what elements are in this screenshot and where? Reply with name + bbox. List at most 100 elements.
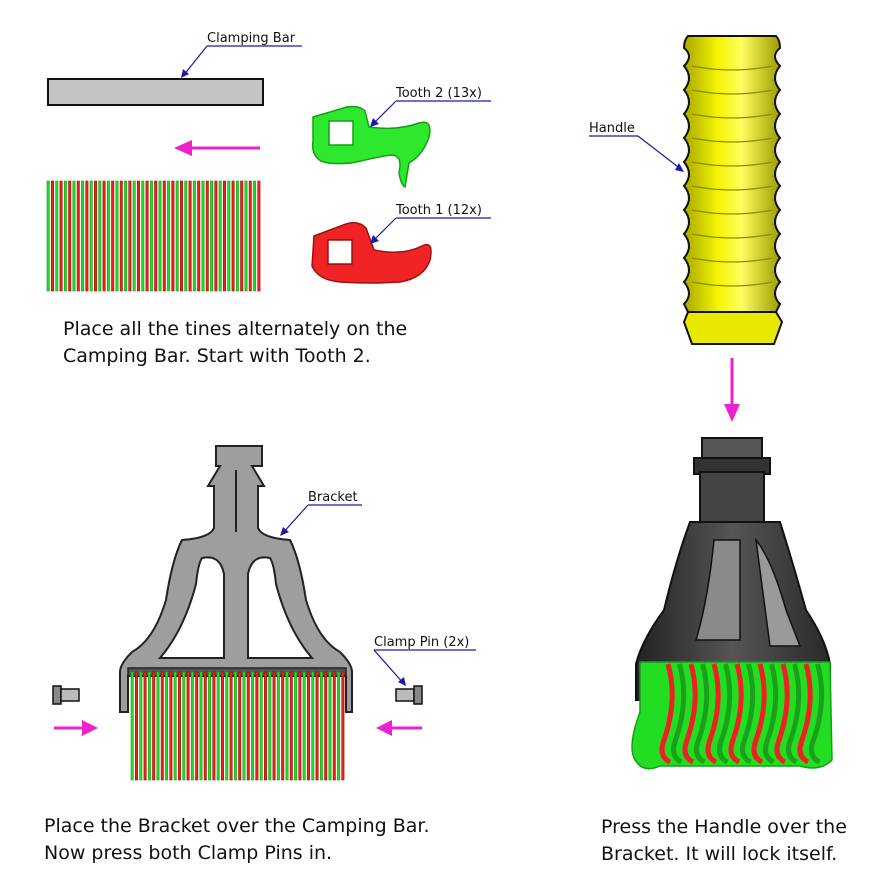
arrow-right-icon — [54, 720, 98, 736]
tine — [682, 663, 698, 765]
tine — [289, 671, 293, 781]
tine — [94, 180, 97, 292]
tine — [319, 671, 323, 781]
tine — [102, 180, 106, 292]
tine — [208, 671, 212, 781]
tine — [68, 180, 72, 292]
tine — [59, 180, 63, 292]
tooth-1-callout: Tooth 1 (12x) — [370, 203, 491, 244]
tine — [717, 663, 733, 765]
tine — [231, 180, 235, 292]
tine — [809, 663, 825, 765]
tine — [263, 671, 267, 781]
clamp-pin-left — [52, 685, 80, 705]
tine — [210, 180, 214, 292]
tine — [180, 180, 183, 292]
tine — [152, 671, 156, 781]
tine — [46, 180, 50, 292]
tine — [178, 671, 181, 781]
tine — [302, 671, 306, 781]
clamp-pin-callout: Clamp Pin (2x) — [373, 635, 476, 686]
tine — [165, 671, 169, 781]
handle-callout: Handle — [589, 121, 684, 172]
tine — [774, 663, 790, 765]
tooth-1 — [311, 221, 432, 284]
tine — [199, 671, 203, 781]
tooth-2-callout: Tooth 2 (13x) — [370, 86, 491, 127]
tine — [137, 180, 140, 292]
tine — [298, 671, 302, 781]
tine — [143, 671, 147, 781]
tine — [145, 180, 149, 292]
step-2-illustration: Bracket Clamp Pin (2x) — [52, 445, 476, 781]
tine — [324, 671, 328, 781]
step-1-caption-line-2: Camping Bar. Start with Tooth 2. — [63, 345, 371, 367]
tine — [128, 180, 132, 292]
tine — [285, 671, 289, 781]
tine — [111, 180, 115, 292]
bracket-callout: Bracket — [280, 490, 362, 536]
tine — [190, 671, 194, 781]
tine — [115, 180, 119, 292]
tine — [147, 671, 151, 781]
tine — [175, 180, 179, 292]
assembled-tines — [631, 661, 833, 770]
step-3-caption: Press the Handle over the Bracket. It wi… — [601, 814, 847, 868]
step-2-caption: Place the Bracket over the Camping Bar. … — [44, 813, 430, 867]
tine — [195, 671, 199, 781]
clamp-pin-label: Clamp Pin (2x) — [374, 635, 469, 650]
tine — [259, 671, 263, 781]
tine — [186, 671, 190, 781]
clamping-bar-callout: Clamping Bar — [181, 31, 302, 78]
tine — [85, 180, 89, 292]
tooth-2 — [311, 105, 431, 189]
tine — [221, 671, 224, 781]
tine — [740, 663, 756, 765]
tine — [244, 180, 248, 292]
tine — [167, 180, 171, 292]
tine — [659, 663, 675, 765]
step-3-illustration: Handle — [589, 35, 833, 770]
tine — [171, 180, 175, 292]
tine — [158, 180, 162, 292]
assembled-bracket — [635, 437, 831, 701]
tine — [306, 671, 310, 781]
tine — [242, 671, 246, 781]
tine — [216, 671, 220, 781]
step-2-caption-line-2: Now press both Clamp Pins in. — [44, 842, 333, 864]
tine — [281, 671, 285, 781]
tine — [235, 180, 239, 292]
step-2-caption-line-1: Place the Bracket over the Camping Bar. — [44, 815, 430, 837]
tine — [311, 671, 315, 781]
tine — [212, 671, 216, 781]
tine — [106, 180, 110, 292]
bracket-label: Bracket — [308, 490, 358, 505]
tine — [240, 180, 244, 292]
tine — [248, 180, 252, 292]
tooth-1-label: Tooth 1 (12x) — [395, 203, 482, 218]
tine — [328, 671, 332, 781]
tine — [98, 180, 102, 292]
tine — [705, 663, 721, 765]
tine — [257, 180, 261, 292]
tine — [81, 180, 85, 292]
tine — [268, 671, 272, 781]
tine — [728, 663, 744, 765]
tine — [337, 671, 341, 781]
tine — [76, 180, 80, 292]
tine — [188, 180, 192, 292]
tine — [149, 180, 153, 292]
tine — [694, 663, 710, 765]
tine — [184, 180, 188, 292]
tine — [218, 180, 222, 292]
tine — [341, 671, 345, 781]
step-3-caption-line-2: Bracket. It will lock itself. — [601, 843, 838, 865]
tine — [272, 671, 276, 781]
tine — [50, 180, 54, 292]
tine — [156, 671, 160, 781]
clamping-bar — [47, 78, 264, 106]
tine — [246, 671, 250, 781]
step-1-illustration: Clamping Bar Tooth 2 (13x) — [46, 31, 491, 292]
tine — [139, 671, 143, 781]
